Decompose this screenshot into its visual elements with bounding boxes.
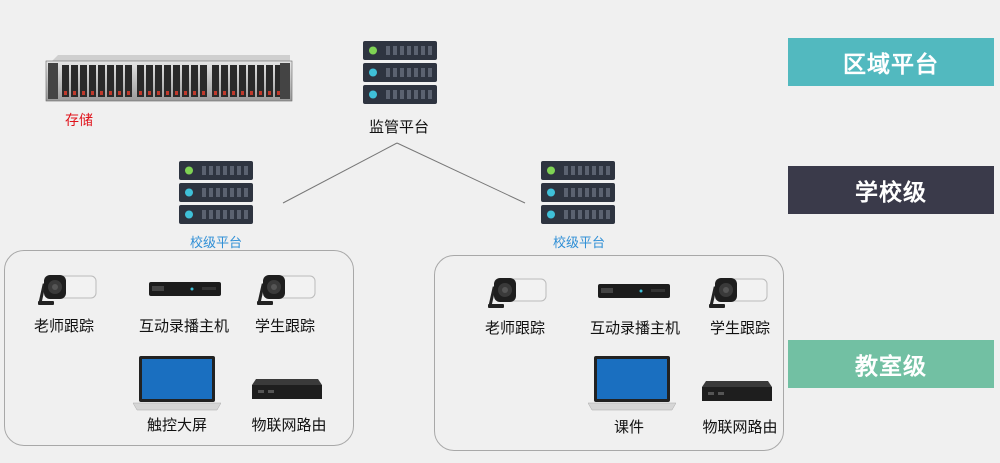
tier-school: 学校级: [788, 166, 994, 214]
teacher-camera-icon: [36, 273, 100, 309]
teacher-tracking-label-right: 老师跟踪: [484, 319, 546, 337]
recorder-host-label-right: 互动录播主机: [589, 319, 681, 337]
tier-school-label: 学校级: [855, 180, 927, 206]
tier-region-label: 区域平台: [843, 52, 939, 78]
monitor-server-icon: [362, 40, 438, 106]
storage-label: 存储: [65, 113, 93, 129]
tier-region: 区域平台: [788, 38, 994, 86]
iot-router-icon-right: [700, 377, 774, 403]
iot-router-label-right: 物联网路由: [702, 418, 778, 436]
student-tracking-label-right: 学生跟踪: [709, 319, 771, 337]
school-left-platform-label: 校级平台: [189, 236, 243, 251]
classroom-group-left: [4, 250, 354, 446]
touch-screen-label: 触控大屏: [146, 416, 208, 434]
teacher-camera-icon: [486, 276, 550, 312]
school-right-server-icon: [540, 160, 616, 226]
recorder-host-icon: [148, 280, 222, 298]
monitor-label: 监管平台: [368, 118, 430, 136]
student-tracking-label-left: 学生跟踪: [254, 317, 316, 335]
recorder-host-label-left: 互动录播主机: [138, 317, 230, 335]
storage-array-icon: [44, 55, 294, 105]
touch-screen-icon: [133, 355, 221, 411]
school-right-platform-label: 校级平台: [552, 236, 606, 251]
teacher-tracking-label-left: 老师跟踪: [33, 317, 95, 335]
iot-router-icon-left: [250, 375, 324, 401]
line-monitor-to-left-school: [282, 142, 398, 204]
courseware-laptop-icon: [588, 355, 676, 411]
student-camera-icon: [255, 273, 319, 309]
tier-classroom: 教室级: [788, 340, 994, 388]
tier-classroom-label: 教室级: [855, 354, 927, 380]
school-left-server-icon: [178, 160, 254, 226]
courseware-label: 课件: [613, 418, 645, 436]
recorder-host-icon: [597, 282, 671, 300]
line-monitor-to-right-school: [396, 142, 526, 204]
classroom-group-right: [434, 255, 784, 451]
student-camera-icon: [707, 276, 771, 312]
iot-router-label-left: 物联网路由: [251, 416, 327, 434]
